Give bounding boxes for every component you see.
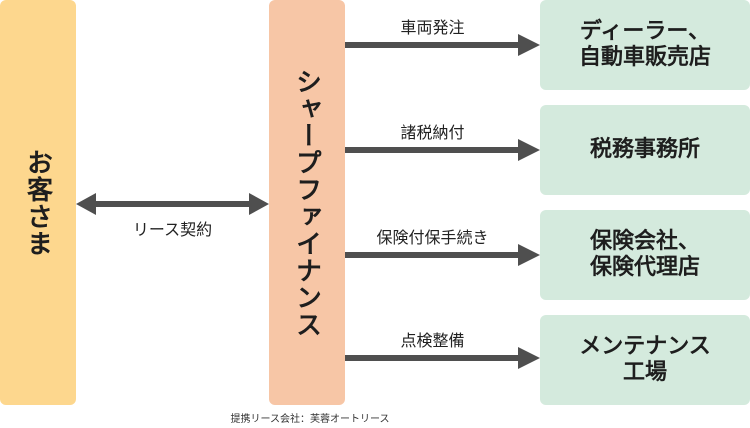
destination-label: メンテナンス 工場 — [579, 333, 711, 385]
destination-insurance: 保険会社、 保険代理店 — [540, 210, 750, 300]
lease-company-label: シャープファイナンス — [291, 67, 322, 338]
flow-arrow-tax-payment — [345, 139, 540, 161]
destination-tax-office: 税務事務所 — [540, 105, 750, 195]
customer-box: お客さま — [0, 0, 76, 405]
flow-label-insurance: 保険付保手続き — [376, 228, 489, 247]
flow-arrow-maintenance — [345, 347, 540, 369]
destination-maintenance: メンテナンス 工場 — [540, 315, 750, 405]
lease-contract-arrow — [76, 193, 269, 215]
destination-label: 保険会社、 保険代理店 — [589, 228, 700, 280]
customer-label: お客さま — [22, 148, 53, 257]
flow-arrow-vehicle-order — [345, 34, 540, 56]
lease-contract-label: リース契約 — [132, 220, 213, 239]
flow-label-vehicle-order: 車両発注 — [400, 18, 465, 37]
destination-dealer: ディーラー、 自動車販売店 — [540, 0, 750, 90]
destination-label: ディーラー、 自動車販売店 — [578, 18, 711, 70]
destination-label: 税務事務所 — [589, 136, 700, 162]
flow-label-maintenance: 点検整備 — [400, 331, 465, 350]
footnote: 提携リース会社：芙蓉オートリース — [230, 414, 390, 425]
lease-company-box: シャープファイナンス — [269, 0, 345, 405]
flow-arrow-insurance — [345, 244, 540, 266]
flow-label-tax-payment: 諸税納付 — [400, 123, 465, 142]
